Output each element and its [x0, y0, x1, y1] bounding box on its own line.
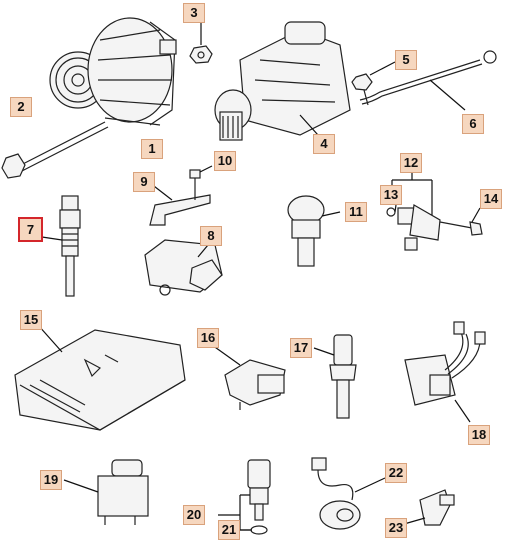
- callout-3[interactable]: 3: [183, 3, 205, 23]
- pressure-switch-drawing: [218, 459, 271, 535]
- callout-16[interactable]: 16: [197, 328, 219, 348]
- callout-4[interactable]: 4: [313, 134, 335, 154]
- callout-2[interactable]: 2: [10, 97, 32, 117]
- callout-15[interactable]: 15: [20, 310, 42, 330]
- sensor-drawing: [41, 195, 81, 297]
- callout-5[interactable]: 5: [395, 50, 417, 70]
- control-module-drawing: [144, 239, 223, 296]
- relay-drawing: [63, 459, 149, 525]
- coil-harness-drawing: [404, 321, 486, 423]
- ecu-drawing: [14, 324, 186, 431]
- callout-13[interactable]: 13: [380, 185, 402, 205]
- callout-14[interactable]: 14: [480, 189, 502, 209]
- alternator-drawing: [49, 17, 177, 126]
- callout-23[interactable]: 23: [385, 518, 407, 538]
- temperature-sender-drawing: [287, 195, 341, 267]
- callout-11[interactable]: 11: [345, 202, 367, 222]
- switch-assembly-drawing: [386, 170, 483, 251]
- callout-6[interactable]: 6: [462, 114, 484, 134]
- callout-18[interactable]: 18: [468, 425, 490, 445]
- callout-21[interactable]: 21: [218, 520, 240, 540]
- pressure-sensor-drawing: [211, 344, 286, 410]
- cable-drawing: [351, 50, 497, 111]
- alternator-bolt-drawing: [1, 121, 109, 179]
- callout-17[interactable]: 17: [290, 338, 312, 358]
- callout-19[interactable]: 19: [40, 470, 62, 490]
- callout-9[interactable]: 9: [133, 172, 155, 192]
- callout-22[interactable]: 22: [385, 463, 407, 483]
- temperature-sensor-drawing: [313, 334, 357, 419]
- bracket-drawing: [149, 165, 213, 226]
- starter-motor-drawing: [214, 21, 351, 141]
- callout-20[interactable]: 20: [183, 505, 205, 525]
- nut-drawing: [189, 20, 213, 64]
- callout-7[interactable]: 7: [18, 217, 43, 242]
- callout-8[interactable]: 8: [200, 226, 222, 246]
- cam-sensor-drawing: [403, 489, 455, 526]
- knock-sensor-drawing: [311, 457, 386, 530]
- callout-12[interactable]: 12: [400, 153, 422, 173]
- callout-10[interactable]: 10: [214, 151, 236, 171]
- callout-1[interactable]: 1: [141, 139, 163, 159]
